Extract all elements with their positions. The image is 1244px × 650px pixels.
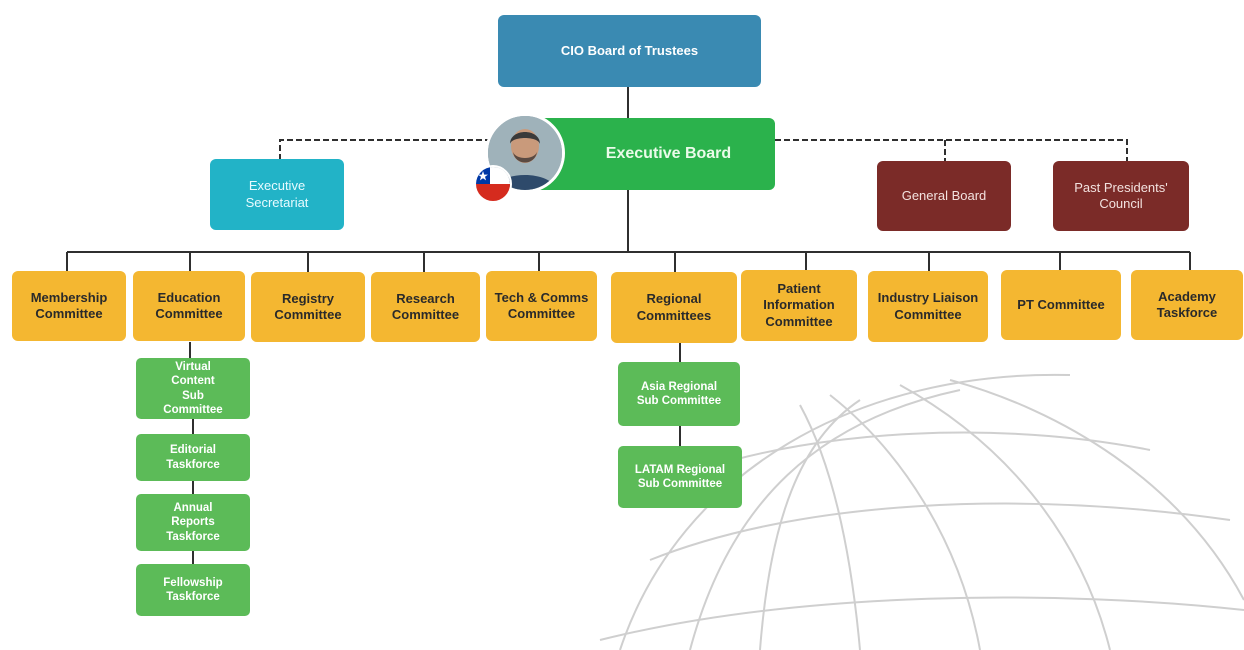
committee-pt: PT Committee [1001, 270, 1121, 340]
taskforce-annual-reports: Annual Reports Taskforce [136, 494, 250, 551]
subcommittee-latam-regional: LATAM Regional Sub Committee [618, 446, 742, 508]
general-board: General Board [877, 161, 1011, 231]
dashed-connector-secretariat [279, 139, 490, 160]
committee-patient-information: Patient Information Committee [741, 270, 857, 341]
committee-membership: Membership Committee [12, 271, 126, 341]
avatar [485, 113, 565, 193]
chile-flag-icon [474, 165, 512, 203]
committee-regional: Regional Committees [611, 272, 737, 343]
globe-background [599, 373, 1244, 650]
cio-board-of-trustees: CIO Board of Trustees [498, 15, 761, 87]
dashed-connector-councils [775, 139, 1128, 162]
committee-industry-liaison: Industry Liaison Committee [868, 271, 988, 342]
executive-secretariat: Executive Secretariat [210, 159, 344, 230]
committee-academy-taskforce: Academy Taskforce [1131, 270, 1243, 340]
committee-research: Research Committee [371, 272, 480, 342]
taskforce-fellowship: Fellowship Taskforce [136, 564, 250, 616]
committee-tech-comms: Tech & Comms Committee [486, 271, 597, 341]
subcommittee-virtual-content: Virtual Content Sub Committee [136, 358, 250, 419]
committee-registry: Registry Committee [251, 272, 365, 342]
taskforce-editorial: Editorial Taskforce [136, 434, 250, 481]
past-presidents-council: Past Presidents' Council [1053, 161, 1189, 231]
executive-board: Executive Board [530, 118, 775, 190]
subcommittee-asia-regional: Asia Regional Sub Committee [618, 362, 740, 426]
committee-education: Education Committee [133, 271, 245, 341]
